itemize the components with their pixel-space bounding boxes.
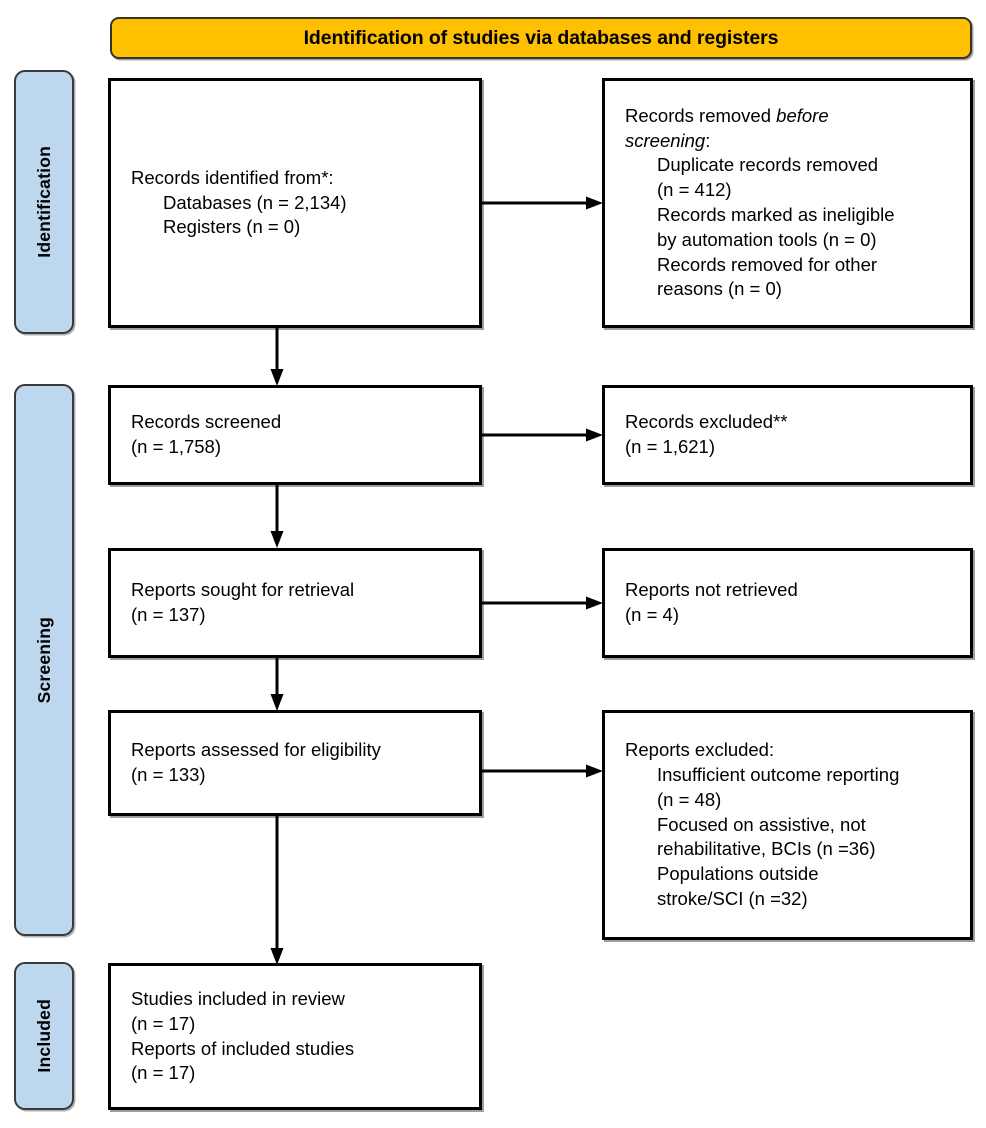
- box-reports-excluded-text: Reports excluded: Insufficient outcome r…: [605, 738, 970, 911]
- connector-sought-to-notretrieved: [482, 596, 604, 610]
- box-reports-excluded: Reports excluded: Insufficient outcome r…: [602, 710, 973, 940]
- studies-included-count: (n = 17): [131, 1012, 196, 1034]
- reports-included-count: (n = 17): [131, 1062, 196, 1084]
- records-removed-line-1-prefix: Records removed: [625, 104, 777, 126]
- records-removed-other-label: Records removed for other: [657, 253, 878, 275]
- stage-label-screening: Screening: [14, 384, 74, 936]
- banner-title: Identification of studies via databases …: [303, 26, 779, 49]
- records-excluded-label: Records excluded**: [625, 411, 788, 433]
- records-screened-label: Records screened: [131, 411, 282, 433]
- stage-label-included: Included: [14, 962, 74, 1110]
- box-records-removed-text: Records removed before screening: Duplic…: [605, 104, 970, 302]
- box-studies-included: Studies included in review (n = 17) Repo…: [108, 963, 482, 1110]
- excluded-populations-count: stroke/SCI (n =32): [657, 887, 808, 909]
- records-removed-line-2: screening:: [625, 129, 970, 154]
- connector-sought-to-assessed: [270, 658, 284, 712]
- connector-identified-to-removed: [482, 196, 604, 210]
- records-screened-count: (n = 1,758): [131, 436, 221, 457]
- stage-label-screening-text: Screening: [33, 616, 54, 704]
- connector-assessed-to-included: [270, 816, 284, 966]
- records-identified-line-1: Records identified from*:: [131, 166, 334, 188]
- reports-assessed-count: (n = 133): [131, 764, 206, 785]
- stage-label-included-text: Included: [33, 999, 54, 1073]
- records-ineligible-automation-label: Records marked as ineligible: [657, 204, 895, 225]
- stage-label-identification: Identification: [14, 70, 74, 334]
- box-reports-assessed: Reports assessed for eligibility (n = 13…: [108, 710, 482, 816]
- records-identified-databases: Databases (n = 2,134): [163, 191, 347, 213]
- excluded-insufficient-outcome-label: Insufficient outcome reporting: [657, 764, 900, 786]
- records-removed-other-count: reasons (n = 0): [657, 278, 782, 300]
- box-records-excluded-text: Records excluded** (n = 1,621): [605, 410, 970, 460]
- box-records-screened: Records screened (n = 1,758): [108, 385, 482, 485]
- records-removed-line-1-italic: before: [776, 104, 829, 126]
- duplicate-records-removed-label: Duplicate records removed: [657, 154, 879, 176]
- connector-identified-to-screened: [270, 328, 284, 387]
- box-records-identified: Records identified from*: Databases (n =…: [108, 78, 482, 328]
- records-excluded-count: (n = 1,621): [625, 436, 715, 457]
- box-reports-sought: Reports sought for retrieval (n = 137): [108, 548, 482, 658]
- box-records-removed-before-screening: Records removed before screening: Duplic…: [602, 78, 973, 328]
- box-records-screened-text: Records screened (n = 1,758): [111, 410, 479, 460]
- reports-sought-label: Reports sought for retrieval: [131, 579, 355, 601]
- connector-assessed-to-reportsexcluded: [482, 764, 604, 778]
- excluded-insufficient-outcome-count: (n = 48): [657, 788, 722, 810]
- excluded-assistive-label: Focused on assistive, not: [657, 813, 866, 835]
- reports-sought-count: (n = 137): [131, 604, 206, 625]
- excluded-assistive-count: rehabilitative, BCIs (n =36): [657, 838, 876, 860]
- box-reports-sought-text: Reports sought for retrieval (n = 137): [111, 578, 479, 628]
- stage-label-identification-text: Identification: [33, 146, 54, 258]
- records-removed-line-2-suffix: :: [705, 129, 711, 151]
- records-identified-registers: Registers (n = 0): [163, 216, 301, 238]
- reports-not-retrieved-label: Reports not retrieved: [625, 579, 798, 601]
- box-records-excluded: Records excluded** (n = 1,621): [602, 385, 973, 485]
- box-reports-not-retrieved: Reports not retrieved (n = 4): [602, 548, 973, 658]
- duplicate-records-removed-count: (n = 412): [657, 179, 732, 201]
- reports-included-label: Reports of included studies: [131, 1037, 355, 1059]
- box-records-identified-text: Records identified from*: Databases (n =…: [111, 166, 479, 240]
- box-studies-included-text: Studies included in review (n = 17) Repo…: [111, 987, 479, 1086]
- box-reports-not-retrieved-text: Reports not retrieved (n = 4): [605, 578, 970, 628]
- reports-assessed-label: Reports assessed for eligibility: [131, 739, 381, 761]
- connector-screened-to-excluded: [482, 428, 604, 442]
- reports-excluded-label: Reports excluded:: [625, 739, 775, 761]
- connector-screened-to-sought: [270, 485, 284, 549]
- records-removed-line-2-italic: screening: [625, 129, 706, 151]
- excluded-populations-label: Populations outside: [657, 863, 819, 885]
- studies-included-label: Studies included in review: [131, 987, 345, 1009]
- box-reports-assessed-text: Reports assessed for eligibility (n = 13…: [111, 738, 479, 788]
- records-ineligible-automation-count: by automation tools (n = 0): [657, 228, 877, 250]
- diagram-header-banner: Identification of studies via databases …: [110, 17, 972, 59]
- reports-not-retrieved-count: (n = 4): [625, 604, 679, 625]
- records-removed-line-1: Records removed before: [625, 104, 970, 129]
